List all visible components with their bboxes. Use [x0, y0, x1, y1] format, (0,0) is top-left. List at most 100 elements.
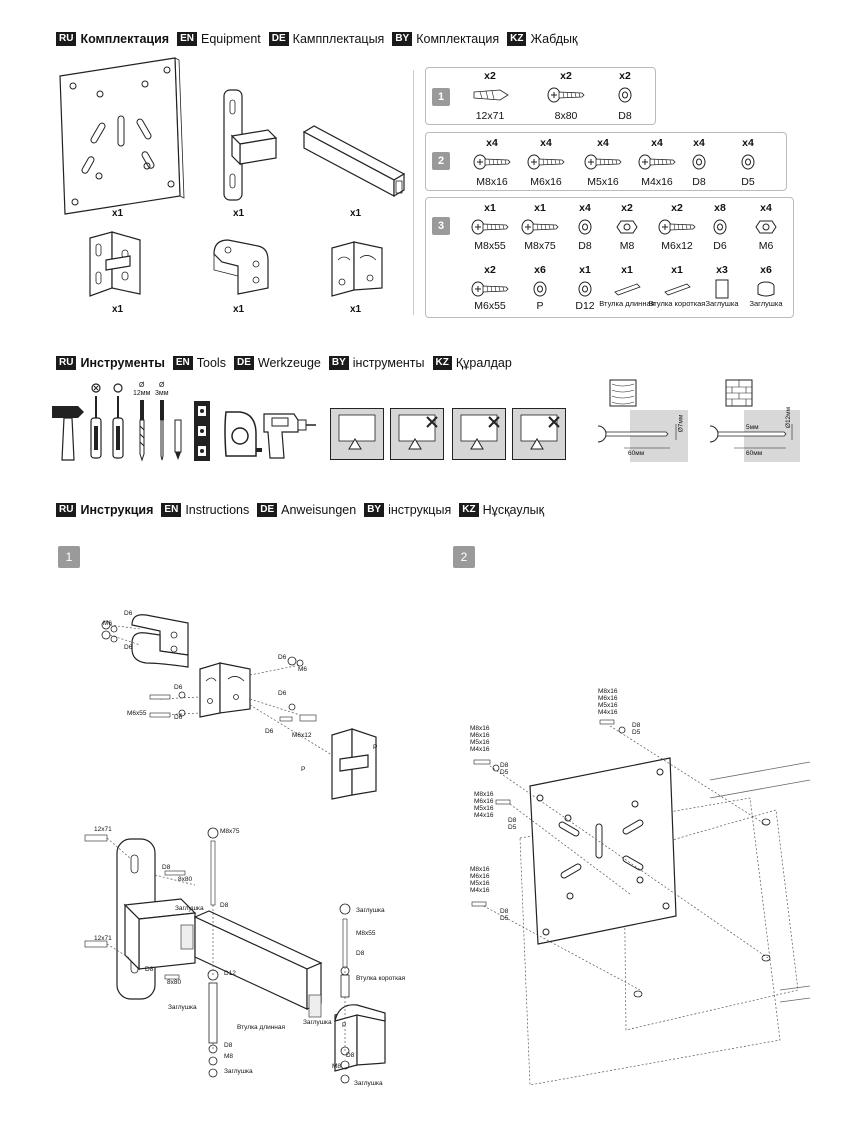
hardware-qty: x4 — [741, 202, 791, 214]
header-text-kz: Жабдық — [530, 32, 578, 46]
step1-callout: D6 — [265, 728, 274, 735]
part-qty-6: x1 — [350, 304, 362, 315]
hardware-size: D6 — [713, 240, 727, 252]
hardware-size: M8 — [619, 240, 635, 252]
step1-arm-assembly — [84, 827, 386, 1084]
section-divider — [413, 70, 414, 315]
header-text-by: інструкцыя — [388, 503, 452, 517]
step2-screw-size: M6x16 — [598, 695, 618, 702]
hardware-qty: x4 — [674, 137, 724, 149]
header-text-kz: Құралдар — [455, 356, 512, 370]
header-text-de: Кампплектацыя — [292, 32, 385, 46]
step2-screw-size: M4x16 — [470, 746, 490, 753]
drill-bit-3-icon — [160, 400, 164, 461]
washer-icon — [728, 151, 768, 173]
hardware-size: M6 — [758, 240, 774, 252]
step1-callout: P — [342, 1022, 347, 1029]
washer-icon — [679, 151, 719, 173]
step1-callout: D8 — [162, 864, 171, 871]
part-qty-3: x1 — [350, 208, 362, 219]
hardware-qty: x4 — [467, 137, 517, 149]
hardware-quantity: x6 — [534, 264, 546, 276]
step1-callout: M8x55 — [356, 930, 376, 937]
hardware-qty: x1 — [465, 202, 515, 214]
language-tag-kz: KZ — [432, 356, 452, 370]
hardware-qty: x6 — [741, 264, 791, 276]
anchor-icon — [470, 84, 510, 106]
step1-callout: 8x80 — [178, 876, 193, 883]
hardware-qty: x2 — [465, 70, 515, 82]
step2-screw-size: M8x16 — [470, 866, 490, 873]
hardware-quantity: x1 — [671, 264, 683, 276]
corner-bracket-drawing — [331, 241, 383, 297]
hardware-qty: x1 — [560, 264, 610, 276]
step2-washer-size: D8 — [500, 908, 509, 915]
screw-icon — [657, 216, 697, 238]
hardware-quantity: x1 — [579, 264, 591, 276]
hardware-pack-1 — [425, 67, 656, 125]
language-tag-by: BY — [328, 356, 349, 370]
screw-icon — [526, 151, 566, 173]
hardware-qty: x2 — [602, 202, 652, 214]
step1-callout: Заглушка — [356, 907, 385, 914]
hardware-qty: x2 — [465, 264, 515, 276]
hardware-size: Втулка короткая — [648, 299, 706, 308]
step1-callout: Втулка длинная — [237, 1024, 286, 1031]
brick-wall-drill-diagram — [709, 379, 800, 462]
step-1-number: 1 — [58, 546, 80, 568]
no-drill-electric-icon — [390, 408, 444, 460]
language-tag-en: EN — [172, 356, 193, 370]
nut-icon — [607, 216, 647, 238]
hardware-pack-3 — [425, 197, 794, 318]
hardware-quantity: x8 — [714, 202, 726, 214]
hardware-qty: x1 — [602, 264, 652, 276]
language-tag-by: BY — [364, 503, 385, 517]
hardware-quantity: x2 — [621, 202, 633, 214]
washer-icon — [700, 216, 740, 238]
sleeve-icon — [607, 278, 647, 300]
step2-screw-size: M8x16 — [470, 725, 490, 732]
pack-1-number: 1 — [432, 88, 450, 106]
step1-callout: Заглушка — [175, 905, 204, 912]
hardware-size: M6x16 — [530, 176, 562, 188]
step1-callout: Заглушка — [354, 1080, 383, 1087]
hardware-size: M6x55 — [474, 300, 506, 312]
hammer-icon — [52, 406, 84, 461]
hardware-qty: x4 — [632, 137, 682, 149]
hardware-qty: x2 — [541, 70, 591, 82]
header-text-kz: Нұсқаулық — [482, 503, 545, 517]
step2-screw-size: M5x16 — [470, 739, 490, 746]
hardware-size: D5 — [741, 176, 755, 188]
step2-screw-size: M6x16 — [474, 798, 494, 805]
nut-icon — [746, 216, 786, 238]
pencil-icon — [174, 419, 182, 460]
part-qty-1: x1 — [112, 208, 124, 219]
tape-measure-icon — [224, 411, 262, 457]
screw-icon — [520, 216, 560, 238]
step1-callout: Заглушка — [303, 1019, 332, 1026]
header-text-en: Instructions — [185, 503, 250, 517]
hardware-qty: x4 — [723, 137, 773, 149]
screw-icon — [470, 216, 510, 238]
step2-screw-size: M4x16 — [470, 887, 490, 894]
language-tag-de: DE — [257, 503, 278, 517]
step1-callout: D8 — [346, 1052, 355, 1059]
hardware-qty: x4 — [578, 137, 628, 149]
phillips-screwdriver-icon — [90, 383, 102, 459]
hardware-size: 8x80 — [554, 110, 578, 122]
step1-callout: M8x75 — [220, 828, 240, 835]
hardware-qty: x1 — [515, 202, 565, 214]
hardware-quantity: x4 — [597, 137, 609, 149]
drill-bit-12-icon — [139, 400, 145, 462]
hardware-size: M8x75 — [524, 240, 556, 252]
block-icon — [702, 278, 742, 300]
step2-washer-size: D8 — [508, 817, 517, 824]
header-text-by: Комплектация — [416, 32, 500, 46]
step2-screw-size: M8x16 — [598, 688, 618, 695]
hardware-quantity: x2 — [671, 202, 683, 214]
hardware-quantity: x2 — [560, 70, 572, 82]
brick-offset-label: 5мм — [746, 424, 759, 431]
step1-callout: D6 — [174, 684, 183, 691]
